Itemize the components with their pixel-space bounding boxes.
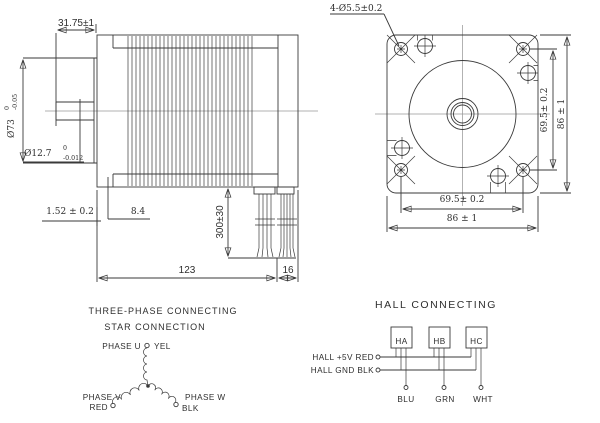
phase-w-label: PHASE W: [185, 393, 226, 402]
winding-w: [147, 383, 177, 404]
dim-lead-length-text: 300±30: [215, 205, 226, 239]
cooling-fins: [127, 36, 253, 186]
dim-hole-spacing-v-text: 69.5± 0.2: [540, 88, 550, 133]
mounting-hole-bottom-right: [508, 155, 538, 185]
dim-body-dia-main: Ø73: [6, 119, 17, 138]
dim-body-dia-lower: -0.05: [12, 94, 19, 110]
hall-connecting-diagram: HALL CONNECTING HA HB HC HALL +5V RED HA…: [311, 299, 497, 404]
dim-frame-height: 86 ± 1: [540, 34, 571, 194]
rail-gnd-terminal: [375, 367, 381, 373]
dim-pilot-depth-text: 1.52 ± 0.2: [46, 207, 94, 217]
dim-hole-spacing-horizontal: 69.5± 0.2: [400, 177, 524, 213]
end-bell-circle: [408, 60, 517, 168]
cover-screw-hole-bottom: [487, 165, 509, 193]
star-title-line1: THREE-PHASE CONNECTING: [88, 306, 237, 316]
dim-shaft-dia-lower: -0.012: [63, 155, 83, 162]
output-terminal-grn: [441, 385, 447, 390]
output-terminal-wht: [478, 385, 484, 390]
phase-u-label: PHASE U: [102, 342, 141, 351]
shaft-circle-inner: [453, 104, 472, 124]
star-connection-diagram: THREE-PHASE CONNECTING STAR CONNECTION P…: [83, 306, 237, 413]
phase-v-terminal: [110, 402, 116, 409]
phase-v-wire-label: RED: [90, 403, 109, 412]
side-view: 31.75±1 Ø73 0 -0.05 Ø12.7 0 -0.012 8.4: [4, 18, 318, 282]
dim-mounting-holes-text: 4-Ø5.5±0.2: [330, 3, 382, 14]
dim-body-length: 123 16: [96, 190, 299, 282]
dim-body-diameter: Ø73 0 -0.05: [4, 57, 96, 164]
dim-shaft-dia-upper: 0: [63, 145, 67, 152]
rail-gnd-label: HALL GND BLK: [311, 366, 374, 375]
shaft-circle-outer: [450, 102, 475, 126]
dim-lead-length: 300±30: [215, 189, 296, 259]
dim-frame-height-text: 86 ± 1: [557, 99, 567, 129]
output-terminal-blu: [403, 385, 409, 390]
dim-shaft-dia-main: Ø12.7: [24, 148, 52, 159]
hall-sensor-label-hc: HC: [470, 337, 483, 346]
hall-sensor-box-ha: [390, 326, 413, 349]
hall-sensor-legs: [395, 348, 482, 386]
cover-screw-hole-left: [387, 137, 413, 159]
phase-u-wire-label: YEL: [154, 342, 171, 351]
output-label-blu: BLU: [397, 395, 414, 404]
winding-u: [143, 347, 149, 387]
wire-exit-block-1: [253, 186, 276, 195]
phase-w-terminal: [173, 401, 179, 408]
dim-shaft-diameter: Ø12.7 0 -0.012: [23, 99, 84, 163]
hall-sensor-box-hb: [428, 326, 451, 349]
mounting-hole-bottom-left: [386, 155, 416, 185]
output-label-wht: WHT: [473, 395, 493, 404]
body-step-lines: [112, 35, 279, 187]
phase-w-wire-label: BLK: [182, 404, 199, 413]
motor-frame-outline: [386, 34, 539, 194]
winding-v: [112, 382, 149, 405]
cover-screw-hole-top: [414, 35, 436, 57]
dim-body-dia-upper: 0: [4, 106, 11, 110]
dim-mounting-holes: 4-Ø5.5±0.2: [330, 3, 400, 47]
hall-sensor-label-hb: HB: [433, 337, 445, 346]
front-view: 4-Ø5.5±0.2 69.5± 0.2 86 ± 1 69.5± 0.2: [330, 3, 571, 232]
dim-hole-spacing-h-text: 69.5± 0.2: [440, 195, 485, 205]
wire-bundle-2: [277, 194, 297, 258]
phase-u-terminal: [144, 342, 150, 349]
dim-boss-offset: 8.4: [107, 177, 150, 220]
rail-5v-terminal: [375, 354, 381, 360]
star-title-line2: STAR CONNECTION: [104, 322, 205, 332]
mounting-hole-top-left: [386, 34, 416, 64]
dim-wire-exit-text: 16: [282, 265, 294, 276]
dim-pilot-depth: 1.52 ± 0.2: [42, 207, 101, 226]
wire-bundle-1: [255, 194, 275, 258]
output-label-grn: GRN: [435, 395, 454, 404]
dim-frame-width: 86 ± 1: [386, 196, 539, 232]
cover-screw-hole-right: [517, 62, 538, 84]
dim-body-length-text: 123: [179, 265, 196, 276]
hall-sensor-box-hc: [465, 326, 488, 349]
rail-5v-label: HALL +5V RED: [312, 353, 374, 362]
phase-v-label: PHASE V: [83, 393, 121, 402]
dim-shaft-length: 31.75±1: [55, 18, 97, 126]
dim-hole-spacing-vertical: 69.5± 0.2: [530, 48, 557, 171]
dim-shaft-length-text: 31.75±1: [58, 18, 95, 29]
mounting-hole-top-right: [508, 34, 538, 64]
dim-frame-width-text: 86 ± 1: [447, 214, 477, 224]
dim-boss-offset-text: 8.4: [131, 207, 146, 217]
motor-body-outline: [96, 34, 299, 188]
wire-exit-block-2: [276, 186, 295, 195]
hall-title: HALL CONNECTING: [375, 299, 497, 311]
hall-sensor-label-ha: HA: [395, 337, 407, 346]
shaft-boss-circle: [446, 98, 479, 130]
